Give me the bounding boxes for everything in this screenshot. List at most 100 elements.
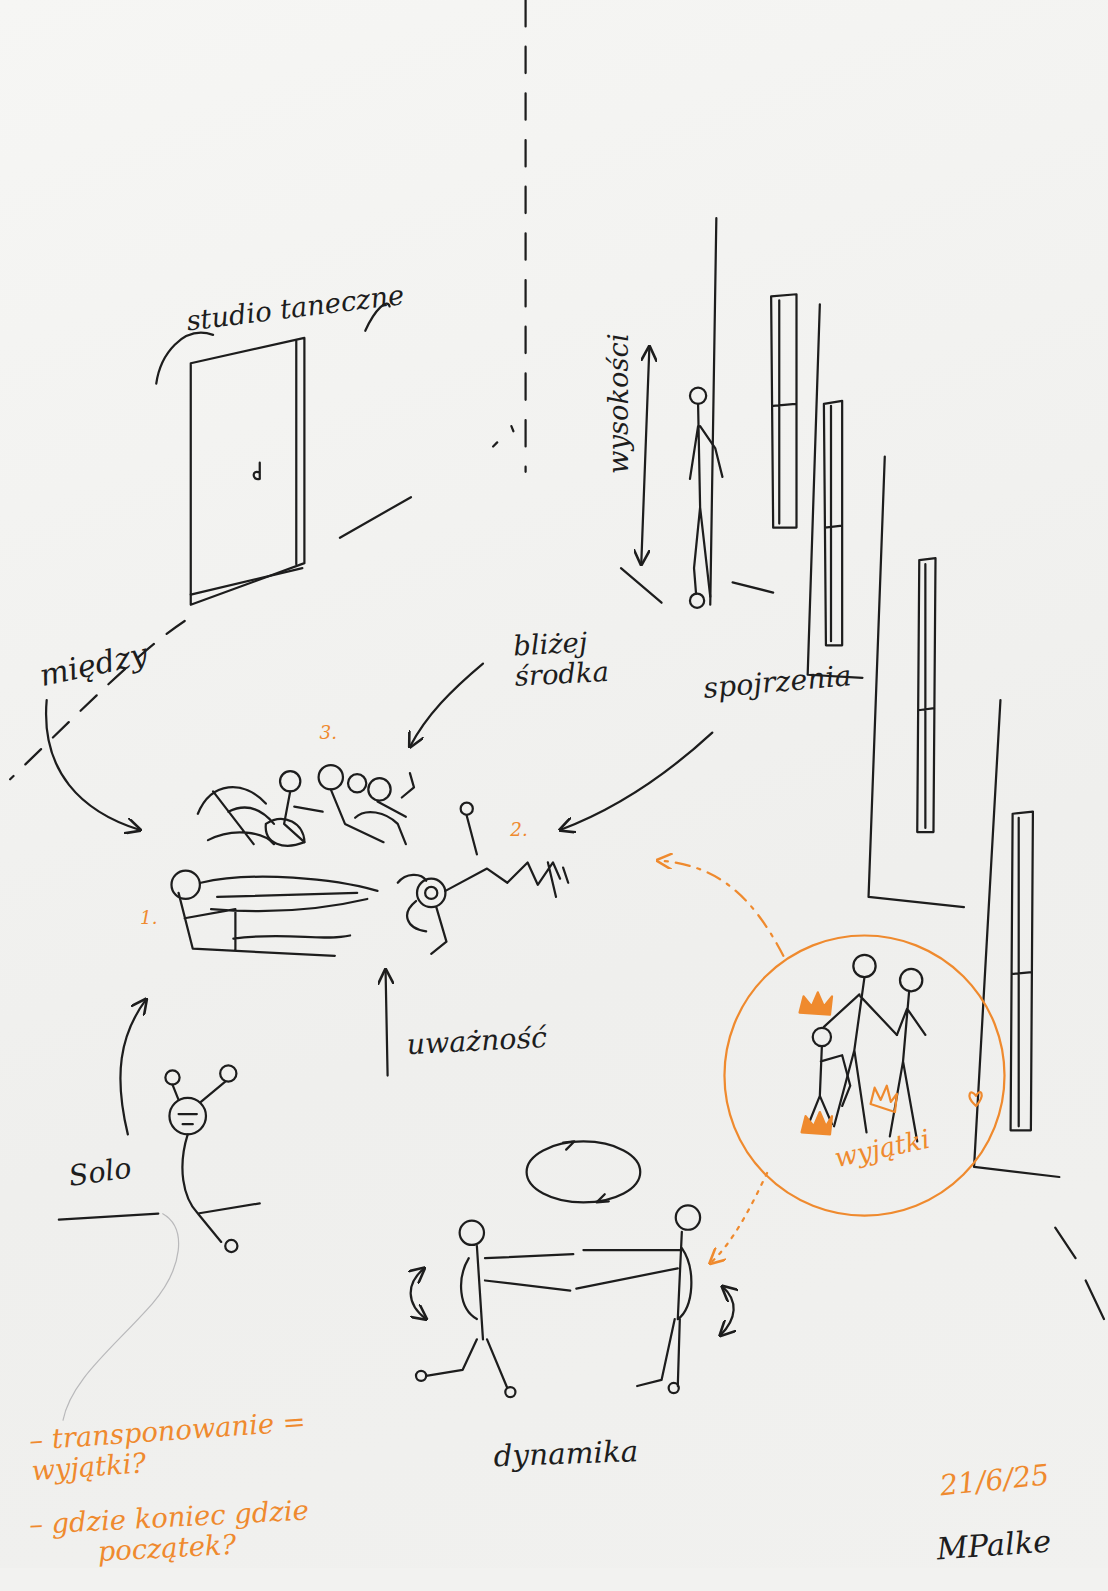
wall-and-windows (621, 218, 1059, 1177)
circle-label: wyjątki (832, 1115, 977, 1173)
orange-links (710, 1173, 767, 1263)
leader-arrows (120, 999, 146, 1134)
solo-figure (169, 1098, 206, 1135)
pair-figures (563, 1141, 609, 1202)
solo-figure (63, 1214, 179, 1421)
solo-figure (172, 1082, 259, 1242)
callout-number: 2. (510, 820, 551, 840)
node-sketch-line (890, 991, 926, 1141)
question-note: – transponowanie = wyjątki? (28, 1405, 321, 1485)
node-sketch-line (802, 1112, 832, 1134)
standing-figure (690, 388, 706, 404)
node-shape (722, 933, 1006, 1217)
heading-curl (156, 333, 213, 384)
note-label: bliżej środka (512, 624, 652, 691)
floor-group-figures (425, 887, 437, 899)
leader-arrows (46, 700, 140, 830)
room-lines (10, 0, 1104, 1319)
note-label: uważność (406, 1021, 580, 1061)
floor-group-figures (266, 819, 305, 846)
pair-figures (426, 1246, 573, 1388)
leader-arrows (410, 664, 483, 747)
pair-figures (411, 1268, 426, 1319)
floor-group-figures (179, 877, 378, 956)
orange-links (657, 860, 981, 1263)
pair-figures (669, 1383, 679, 1393)
node-sketch-line (808, 1046, 851, 1126)
pair-figures (576, 1232, 691, 1386)
wall-and-windows (917, 558, 935, 832)
room-lines (493, 426, 513, 446)
node-sketch-line (900, 969, 922, 991)
pair-figures (505, 1387, 515, 1397)
solo-figure (220, 1065, 236, 1081)
question-note: – gdzie koniec gdzie początek? (28, 1489, 432, 1568)
standing-figure (690, 594, 704, 608)
floor-group-figures (461, 803, 473, 815)
leader-arrows (560, 733, 712, 830)
pair-figures (416, 1371, 426, 1381)
highlight-circle: wyjątki (722, 933, 1006, 1217)
node-sketch-line (824, 977, 897, 1132)
floor-group-figures (171, 871, 199, 899)
date-label: 21/6/25 (939, 1455, 1094, 1502)
floor-group-figures (398, 875, 426, 883)
pair-figures (411, 1141, 734, 1397)
standing-figure (641, 347, 722, 608)
room-lines (524, 0, 526, 472)
node-sketch-line (800, 992, 832, 1014)
node-sketch-line (853, 955, 875, 977)
leader-arrows (386, 970, 388, 1076)
circle-outline (724, 936, 1004, 1216)
standing-figure (641, 347, 649, 564)
pair-figures (527, 1141, 641, 1202)
note-label: dynamika (493, 1434, 697, 1473)
callout-number: 1. (140, 908, 181, 928)
standing-figure (690, 404, 722, 597)
door-knob (254, 463, 260, 479)
orange-links (970, 1092, 982, 1106)
room-lines (340, 497, 411, 538)
door-heading: studio taneczne (185, 279, 410, 336)
solo-figure (59, 1214, 158, 1220)
floor-group-figures (348, 774, 366, 792)
node-shape (172, 294, 405, 619)
studio-door: studio taneczne (172, 294, 405, 619)
door-frame (191, 341, 303, 595)
crowned-figures (808, 955, 926, 1142)
pair-figures (676, 1205, 700, 1229)
wall-and-windows (824, 401, 842, 646)
wall-and-windows (771, 294, 796, 527)
room-lines (10, 621, 185, 779)
wall-and-windows (974, 700, 1059, 1177)
callout-number: 3. (320, 722, 361, 742)
wall-and-windows (869, 457, 964, 908)
node-sketch-line (813, 1028, 831, 1046)
floor-group-figures (368, 778, 390, 800)
leader-arrows (46, 664, 712, 1135)
solo-figure (165, 1070, 179, 1084)
orange-links (657, 860, 783, 955)
note-label: Solo (67, 1148, 172, 1193)
door-outline (191, 338, 305, 605)
wall-and-windows (1011, 812, 1033, 1131)
floor-group-figures (407, 816, 568, 954)
wall-and-windows (733, 582, 774, 592)
wall-and-windows (710, 218, 716, 605)
solo-figure (59, 1065, 260, 1420)
solo-figure (225, 1240, 237, 1252)
floor-group-figures (198, 787, 274, 844)
note-label: wysokości (604, 328, 634, 480)
note-label: między (37, 624, 213, 693)
floor-group-figures (319, 765, 343, 789)
floor-group-figures (417, 879, 445, 907)
crown-marks (800, 992, 897, 1134)
wall-and-windows (621, 568, 662, 602)
floor-group-figures (171, 765, 568, 956)
pair-figures (720, 1287, 733, 1336)
floor-group-figures (280, 771, 300, 791)
signature: MPalke (936, 1522, 1080, 1565)
